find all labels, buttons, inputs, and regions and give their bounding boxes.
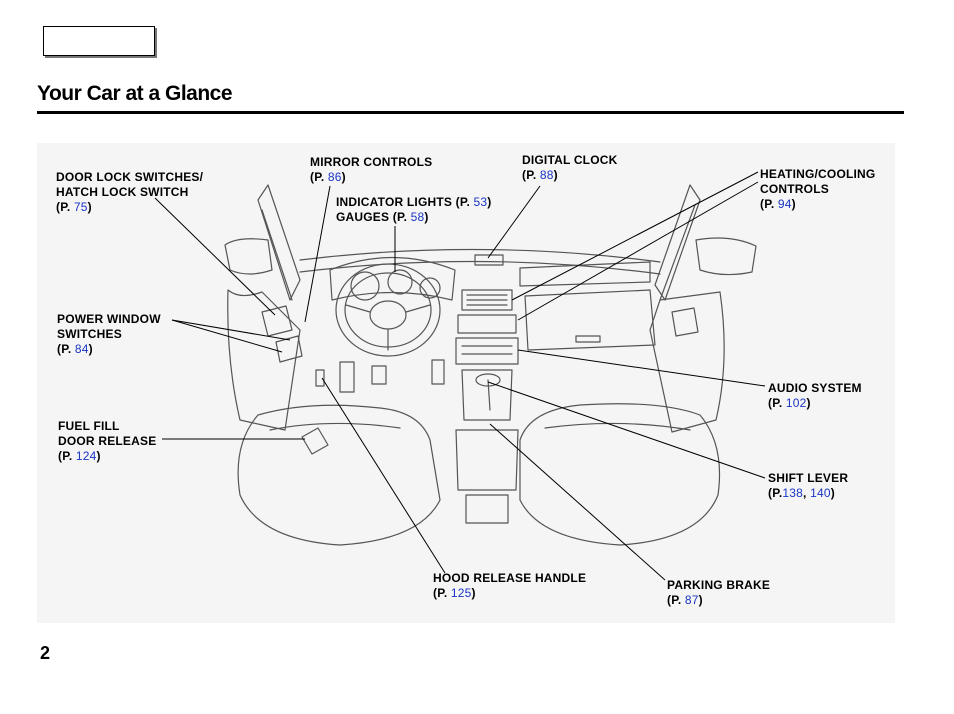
callout-fuel-fill-door-release: FUEL FILL DOOR RELEASE (P. 124) [58,419,157,463]
callout-parking-brake: PARKING BRAKE (P. 87) [667,578,771,607]
page-link[interactable]: 124 [75,449,97,463]
page-link[interactable]: 125 [450,586,472,600]
callout-power-window-switches: POWER WINDOW SWITCHES (P. 84) [57,312,161,356]
callout-mirror-controls: MIRROR CONTROLS (P. 86) [310,155,433,184]
callout-door-lock-switches: DOOR LOCK SWITCHES/ HATCH LOCK SWITCH (P… [56,170,204,214]
nav-button[interactable] [43,26,155,56]
leader-parking [489,423,666,581]
page-link[interactable]: 58 [410,210,425,224]
page-link[interactable]: 102 [785,396,807,410]
page-number: 2 [40,643,51,663]
leader-hood [321,377,446,574]
leader-door-lock [154,197,276,316]
callout-shift-lever: SHIFT LEVER (P.138, 140) [768,471,849,500]
leader-shift [487,381,766,479]
leader-audio [517,349,766,387]
page-link[interactable]: 88 [539,168,554,182]
callout-hood-release-handle: HOOD RELEASE HANDLE (P. 125) [433,571,587,600]
page-title: Your Car at a Glance [37,82,233,105]
page-link[interactable]: 94 [777,197,792,211]
leader-heating-2 [517,181,759,321]
leader-mirror [304,185,331,323]
title-divider [37,111,904,114]
leader-heating-1 [511,171,759,301]
page-link[interactable]: 75 [73,200,88,214]
callout-digital-clock: DIGITAL CLOCK (P. 88) [522,153,618,182]
page-link[interactable]: 86 [327,170,342,184]
leader-clock [487,185,541,259]
callout-heating-cooling: HEATING/COOLING CONTROLS (P. 94) [760,167,876,211]
callout-audio-system: AUDIO SYSTEM (P. 102) [768,381,862,410]
leader-power-window-1 [171,319,283,353]
callout-indicator-gauges: INDICATOR LIGHTS (P. 53) GAUGES (P. 58) [336,195,492,224]
page-link[interactable]: 138 [782,486,804,500]
page-link[interactable]: 53 [473,195,488,209]
page-link[interactable]: 87 [684,593,699,607]
page-link[interactable]: 140 [810,486,831,500]
leader-power-window-2 [171,319,291,341]
page-link[interactable]: 84 [74,342,89,356]
